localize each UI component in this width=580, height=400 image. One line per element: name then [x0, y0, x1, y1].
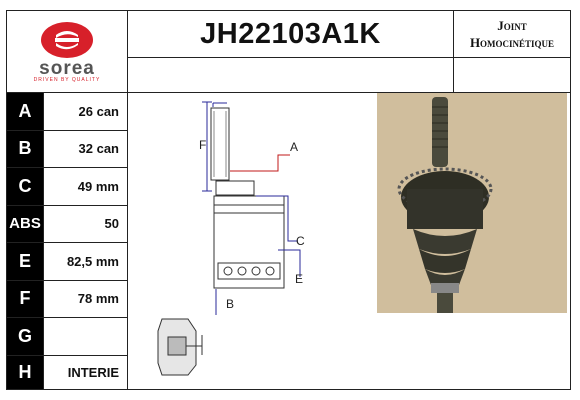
spec-letter: B — [7, 130, 44, 167]
spec-letter: A — [7, 93, 44, 130]
spec-letter: H — [7, 355, 44, 389]
collar-outline — [215, 180, 255, 196]
brand-wordmark: sorea — [39, 58, 95, 79]
joint-diagram-svg: F A C E B — [157, 101, 305, 376]
part-number: JH22103A1K — [200, 17, 381, 50]
pointer-e — [278, 249, 301, 277]
shaft-outline — [210, 107, 230, 181]
product-sheet: sorea DRIVEN BY QUALITY JH22103A1K Joint… — [6, 10, 571, 390]
spec-row-c: C 49 mm — [7, 168, 128, 206]
spec-value: 49 mm — [77, 178, 119, 194]
product-photo — [377, 93, 567, 313]
sorea-logo — [41, 22, 93, 58]
spec-letter: F — [7, 280, 44, 317]
spec-value: INTERIE — [67, 364, 119, 380]
spec-value — [44, 318, 127, 355]
spec-value: 50 — [104, 216, 119, 232]
product-type-subcell — [454, 58, 570, 93]
spec-letter: E — [7, 243, 44, 280]
spec-letter: C — [7, 168, 44, 205]
spec-letter: ABS — [7, 205, 44, 242]
spec-row-b: B 32 can — [7, 130, 128, 168]
spec-row-abs: ABS 50 — [7, 205, 128, 243]
spec-row-e: E 82,5 mm — [7, 243, 128, 281]
product-type-line1: Joint — [497, 18, 527, 33]
diagram-label-b: B — [226, 297, 234, 311]
spec-letter: G — [7, 318, 44, 355]
brand-logo-cell: sorea DRIVEN BY QUALITY — [7, 11, 128, 93]
housing-outline — [213, 195, 285, 289]
spec-value: 32 can — [78, 141, 119, 157]
diagram-label-a: A — [290, 140, 298, 154]
joint-profile-icon — [157, 318, 203, 376]
product-type-cell: Joint Homocinétique — [454, 11, 570, 58]
spec-row-h: H INTERIE — [7, 355, 128, 389]
spec-value: 82,5 mm — [66, 253, 119, 269]
abs-ring-outline — [217, 262, 281, 280]
diagram-label-c: C — [296, 234, 305, 248]
spec-row-f: F 78 mm — [7, 280, 128, 318]
part-number-subcell — [128, 58, 454, 93]
pointer-a — [230, 154, 290, 172]
brand-tagline: DRIVEN BY QUALITY — [33, 77, 101, 83]
spec-row-g: G — [7, 318, 128, 356]
part-number-cell: JH22103A1K — [128, 11, 454, 58]
diagram-label-f: F — [199, 138, 206, 152]
joint-diagram: F A C E B — [128, 93, 374, 389]
spec-value: 78 mm — [77, 291, 119, 307]
diagram-label-e: E — [295, 272, 303, 286]
pointer-c — [256, 195, 298, 242]
product-photo-svg — [377, 93, 567, 313]
spec-row-a: A 26 can — [7, 93, 128, 131]
spec-value: 26 can — [78, 103, 119, 119]
product-type-line2: Homocinétique — [469, 35, 555, 50]
